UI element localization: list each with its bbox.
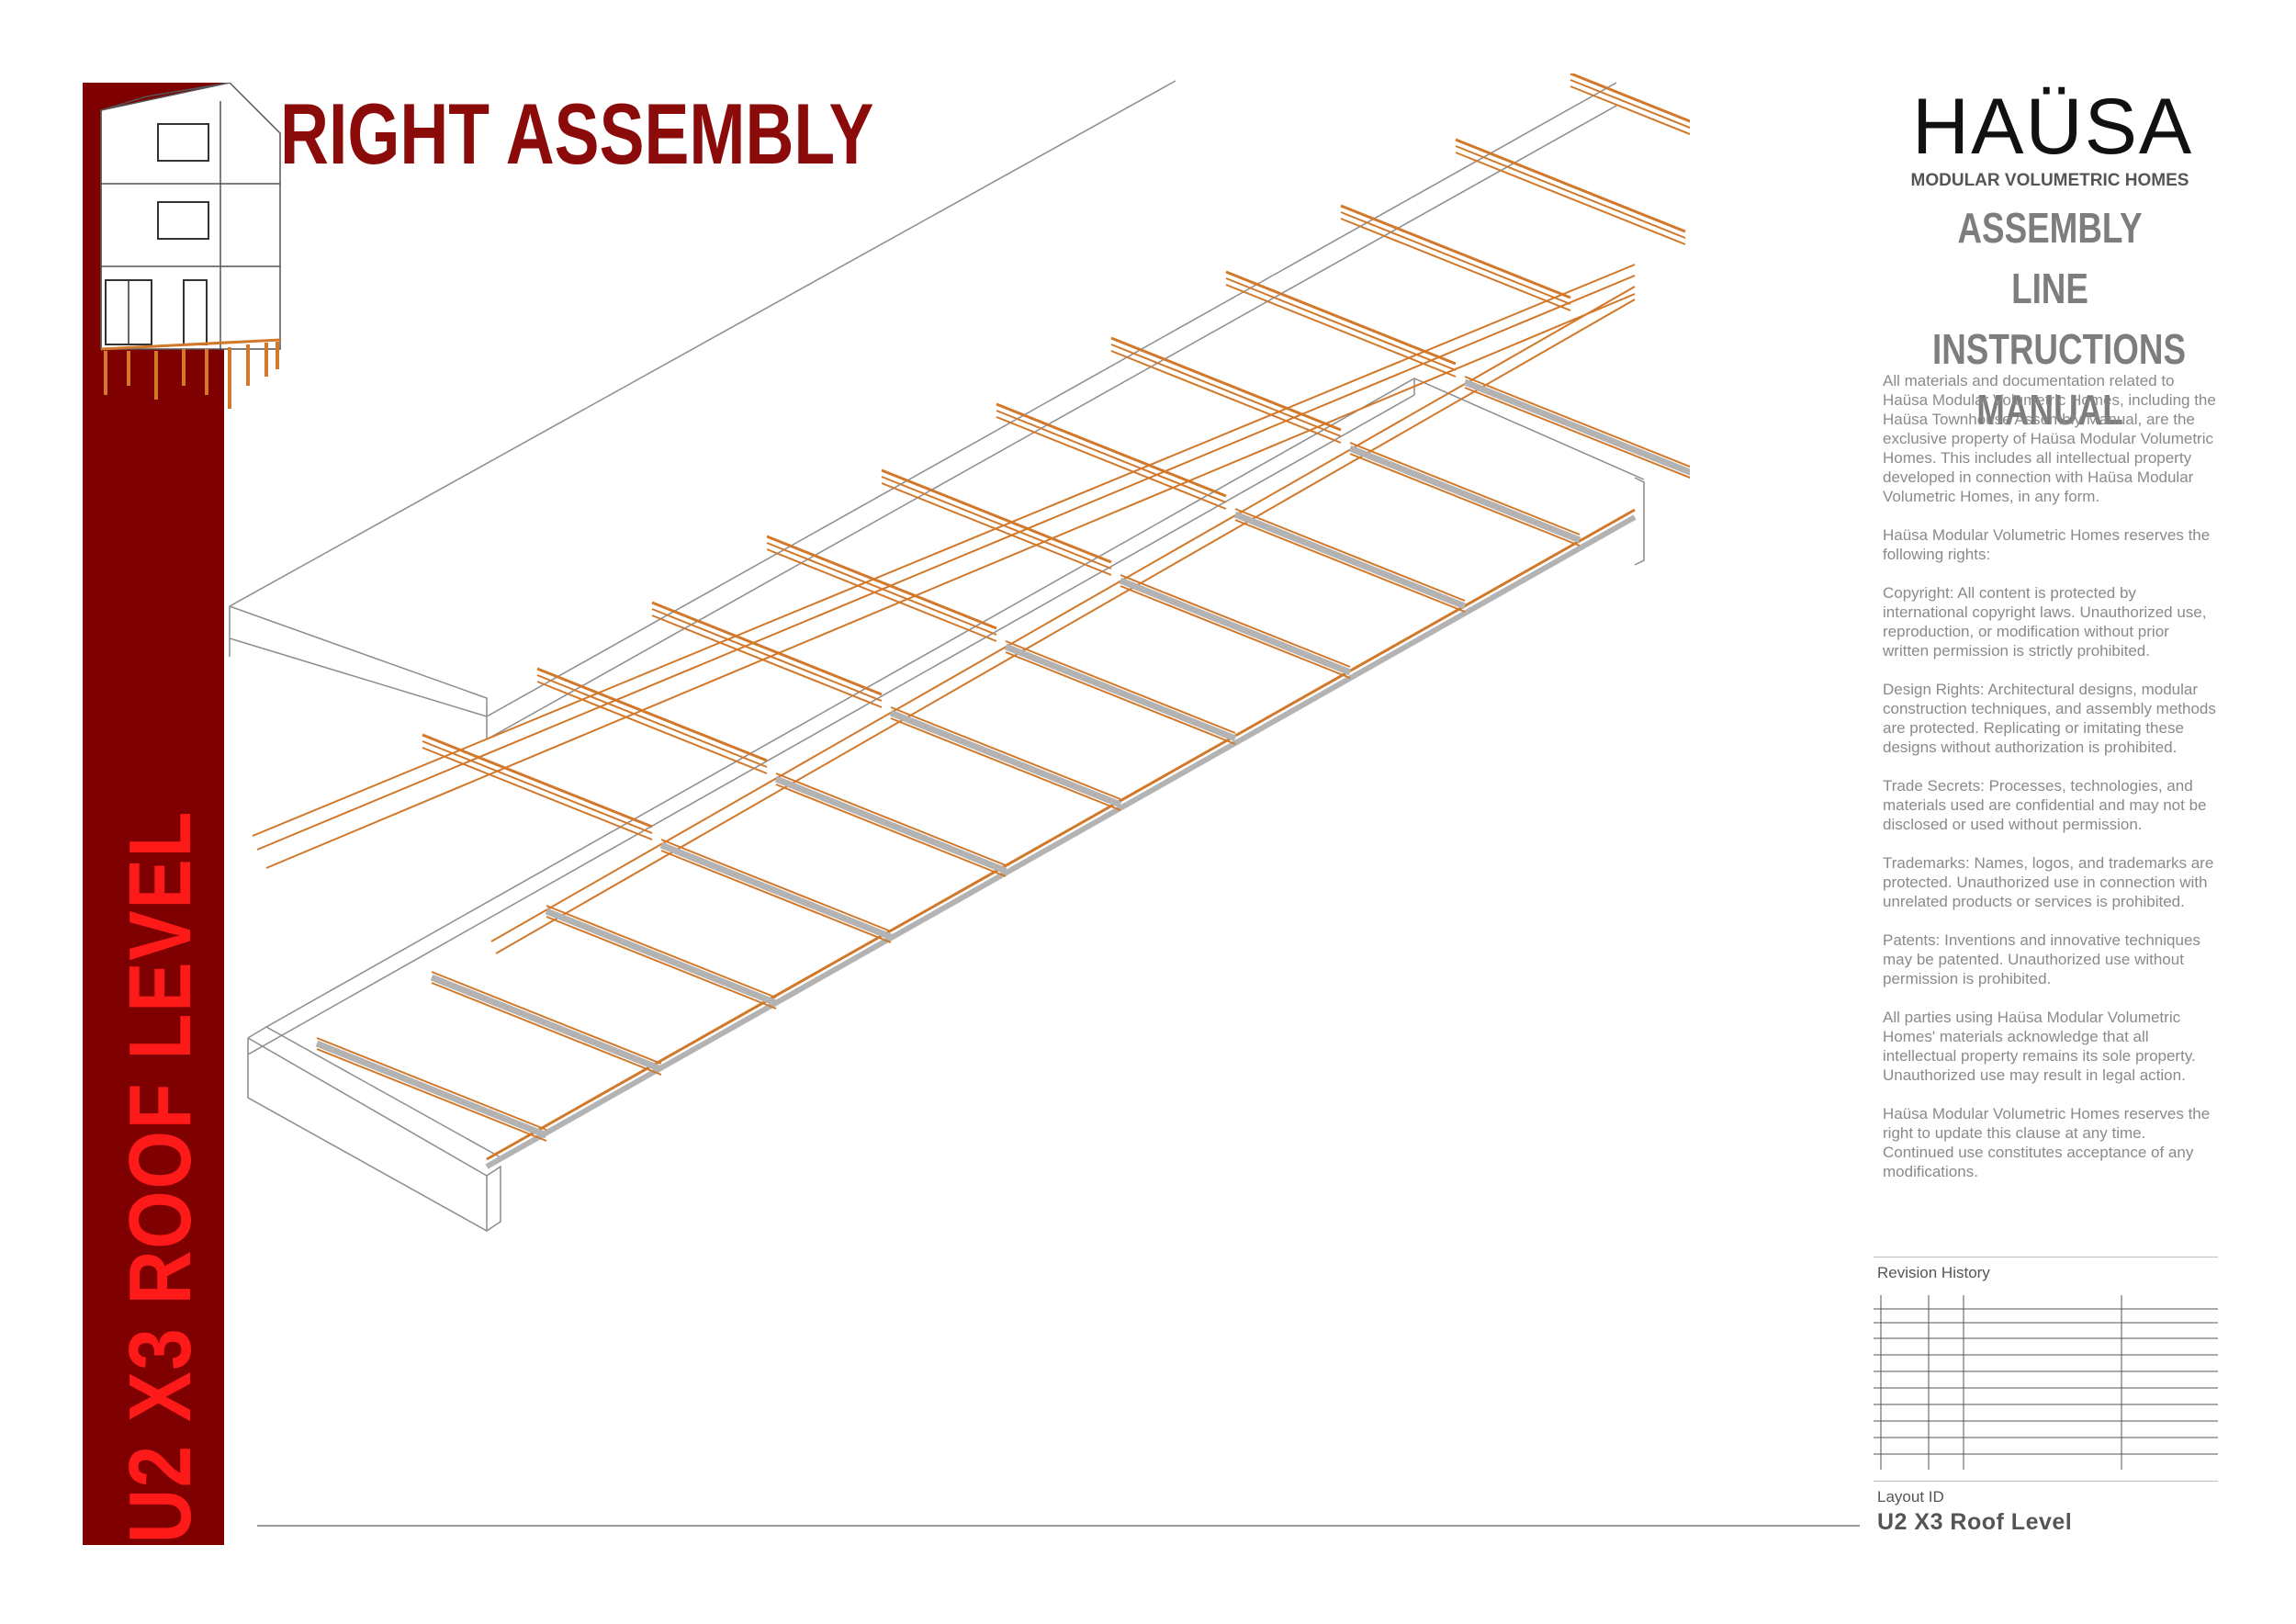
revision-history-label: Revision History <box>1877 1264 1990 1281</box>
joist-line <box>889 709 1122 808</box>
joist-line <box>660 839 892 932</box>
legal-paragraph: Patents: Inventions and innovative techn… <box>1883 931 2200 987</box>
joist-line <box>430 974 663 1073</box>
page-title: RIGHT ASSEMBLY <box>280 85 874 182</box>
joist-line <box>431 971 662 1065</box>
brand-logo: HAÜSA <box>1912 83 2194 171</box>
layout-id-label: Layout ID <box>1877 1488 1944 1506</box>
joist-line <box>1340 211 1571 305</box>
joist-line <box>1455 145 1686 239</box>
legal-paragraph: All parties using Haüsa Modular Volumetr… <box>1883 1009 2196 1084</box>
joist-line <box>881 476 1112 570</box>
roof-assembly-drawing <box>229 73 1690 1233</box>
joist-line <box>766 535 997 630</box>
joist-line <box>659 841 893 941</box>
joist-line <box>1005 640 1236 734</box>
joist-line <box>1348 445 1581 544</box>
joist-line <box>1340 218 1571 311</box>
legal-paragraph: Trademarks: Names, logos, and trademarks… <box>1883 854 2214 910</box>
joist-line <box>1004 643 1237 742</box>
joist-line <box>546 905 777 998</box>
legal-paragraph: Haüsa Modular Volumetric Homes reserves … <box>1883 526 2211 563</box>
layout-divider <box>1874 1481 2218 1482</box>
revision-history-table <box>1874 1295 2218 1470</box>
joist-line <box>1225 277 1457 371</box>
joist-line <box>1464 387 1690 479</box>
joist-line <box>766 542 997 636</box>
joist-line <box>1349 453 1581 547</box>
joist-line <box>1464 376 1690 468</box>
joist-line <box>536 674 768 768</box>
manual-title: ASSEMBLY LINE INSTRUCTIONS MANUAL <box>1932 197 2186 440</box>
joist-line <box>766 548 997 642</box>
joist-line <box>1110 344 1342 437</box>
joist-line <box>651 615 883 708</box>
bottom-rule <box>257 1525 1860 1527</box>
level-vertical-title: U2 X3 ROOF LEVEL <box>111 809 209 1543</box>
joist-line <box>774 775 1007 874</box>
joist-line <box>1570 79 1690 130</box>
joist-line <box>536 667 768 762</box>
joist-line <box>1234 508 1466 602</box>
joist-line <box>316 1048 547 1142</box>
joist-line <box>1463 378 1690 476</box>
joist-line <box>1455 152 1686 245</box>
joist-line <box>890 717 1121 811</box>
joist-line <box>1340 204 1571 299</box>
joist-line <box>660 850 892 943</box>
joist-line <box>775 773 1007 866</box>
joist-line <box>545 908 778 1007</box>
joist-line <box>1110 336 1342 432</box>
joist-line <box>651 601 883 696</box>
joist-line <box>315 1040 548 1139</box>
joist-line <box>881 482 1112 576</box>
legal-paragraph: All materials and documentation related … <box>1883 372 2216 505</box>
joist-line <box>422 747 653 840</box>
joist-line <box>1119 577 1352 676</box>
layout-id-value: U2 X3 Roof Level <box>1877 1509 2073 1535</box>
joist-line <box>1234 519 1466 613</box>
joist-line <box>1233 511 1467 610</box>
joist-line <box>1570 73 1690 123</box>
legal-paragraph: Trade Secrets: Processes, technologies, … <box>1883 777 2207 833</box>
manual-title-line: INSTRUCTIONS <box>1932 325 2186 373</box>
brand-subtitle: MODULAR VOLUMETRIC HOMES <box>1910 171 2189 190</box>
joist-line <box>996 416 1227 510</box>
joist-line <box>775 784 1007 877</box>
joist-line <box>1120 574 1351 668</box>
joist-line <box>651 608 883 702</box>
legal-notice: All materials and documentation related … <box>1883 371 2218 1201</box>
joist-line <box>996 402 1227 498</box>
legal-paragraph: Copyright: All content is protected by i… <box>1883 584 2207 660</box>
joist-line <box>1225 270 1457 366</box>
manual-title-line: ASSEMBLY LINE <box>1957 204 2143 312</box>
joist-line <box>1455 138 1686 233</box>
joist-line <box>536 681 768 774</box>
building-thumbnail <box>100 83 281 409</box>
legal-paragraph: Design Rights: Architectural designs, mo… <box>1883 681 2216 756</box>
joist-line <box>1570 85 1690 136</box>
manual-title-line: MANUAL <box>1976 386 2123 434</box>
joist-line <box>996 410 1227 503</box>
joist-line <box>890 706 1121 800</box>
joist-line <box>881 468 1112 564</box>
joist-line <box>422 733 653 829</box>
joist-line <box>316 1037 547 1131</box>
joist-line <box>1349 442 1581 536</box>
legal-paragraph: Haüsa Modular Volumetric Homes reserves … <box>1883 1105 2211 1180</box>
joist-line <box>1110 350 1342 444</box>
joist-line <box>431 982 662 1076</box>
joist-line <box>1005 651 1236 745</box>
joist-line <box>1120 585 1351 679</box>
joist-line <box>1225 284 1457 378</box>
joist-line <box>422 740 653 834</box>
joist-line <box>546 916 777 1009</box>
